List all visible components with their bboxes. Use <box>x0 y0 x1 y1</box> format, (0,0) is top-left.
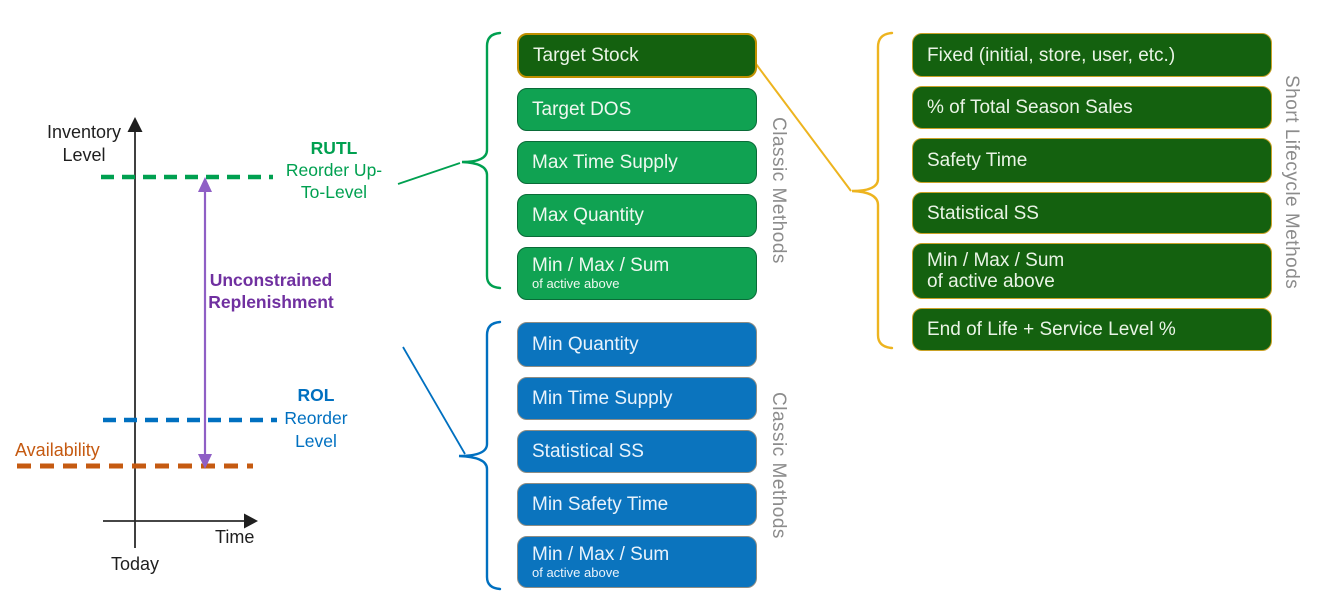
target-stock-connector-line <box>755 63 852 192</box>
y-axis-label-line1: Inventory <box>46 122 122 142</box>
method-box-fixed: Fixed (initial, store, user, etc.) <box>912 33 1272 77</box>
y-axis-arrow-icon <box>127 117 143 132</box>
rutl-abbr: RUTL <box>310 138 358 158</box>
rutl-methods-column: Target Stock Target DOS Max Time Supply … <box>517 33 757 300</box>
method-label: Min Time Supply <box>532 388 673 409</box>
rol-name-line2: Level <box>295 431 337 451</box>
method-label: Statistical SS <box>532 441 644 462</box>
unconstrained-replenishment-label: Unconstrained Replenishment <box>197 269 345 313</box>
method-label: Min Quantity <box>532 334 639 355</box>
rol-methods-side-label: Classic Methods <box>768 392 789 539</box>
y-axis-label-line2: Level <box>62 145 106 165</box>
rutl-name-line1: Reorder Up- <box>285 160 383 180</box>
x-axis-label: Time <box>215 527 255 547</box>
method-label: Fixed (initial, store, user, etc.) <box>927 44 1176 66</box>
method-label: Safety Time <box>927 150 1028 171</box>
method-label: Min / Max / Sum <box>927 249 1065 271</box>
rol-methods-brace <box>458 320 502 591</box>
method-label: Min Safety Time <box>532 494 669 515</box>
method-sublabel: of active above <box>532 276 620 291</box>
method-box-max-quantity: Max Quantity <box>517 194 757 237</box>
unconstrained-line2: Replenishment <box>208 292 334 312</box>
rol-abbr: ROL <box>297 385 335 405</box>
method-label: Max Quantity <box>532 205 644 226</box>
method-label: End of Life + Service Level % <box>927 319 1176 340</box>
method-box-statistical-ss: Statistical SS <box>517 430 757 473</box>
method-box-percent-season-sales: % of Total Season Sales <box>912 86 1272 129</box>
method-box-target-stock: Target Stock <box>517 33 757 78</box>
method-label: Target Stock <box>533 45 639 66</box>
method-label: Min / Max / Sum <box>532 543 670 565</box>
method-label: Min / Max / Sum <box>532 255 670 276</box>
unconstrained-arrow-down-icon <box>198 454 212 469</box>
short-lifecycle-brace <box>851 31 894 350</box>
rutl-methods-brace <box>461 31 502 290</box>
availability-label: Availability <box>15 440 100 460</box>
method-sublabel: of active above <box>532 564 620 580</box>
method-box-end-of-life: End of Life + Service Level % <box>912 308 1272 351</box>
method-box-target-dos: Target DOS <box>517 88 757 131</box>
method-box-min-quantity: Min Quantity <box>517 322 757 367</box>
unconstrained-arrow-up-icon <box>198 177 212 192</box>
short-lifecycle-column: Fixed (initial, store, user, etc.) % of … <box>912 33 1272 351</box>
rutl-connector-line <box>397 162 461 185</box>
method-box-min-safety-time: Min Safety Time <box>517 483 757 526</box>
rutl-name-line2: To-Level <box>300 182 368 202</box>
method-box-min-time-supply: Min Time Supply <box>517 377 757 420</box>
method-label: Target DOS <box>532 99 632 120</box>
method-sublabel: of active above <box>927 270 1055 292</box>
method-box-min-max-sum: Min / Max / Sum of active above <box>912 243 1272 299</box>
rutl-methods-side-label: Classic Methods <box>768 117 789 264</box>
short-lifecycle-side-label: Short Lifecycle Methods <box>1281 75 1302 290</box>
method-box-statistical-ss: Statistical SS <box>912 192 1272 234</box>
y-axis-label: Inventory Level <box>34 121 134 167</box>
method-box-safety-time: Safety Time <box>912 138 1272 183</box>
method-label: Max Time Supply <box>532 152 678 173</box>
rol-name-line1: Reorder <box>284 408 348 428</box>
today-label: Today <box>111 554 160 574</box>
method-label: Statistical SS <box>927 202 1039 224</box>
rol-connector-line <box>402 346 466 455</box>
rol-methods-column: Min Quantity Min Time Supply Statistical… <box>517 322 757 588</box>
rol-label-block: ROL Reorder Level <box>270 384 362 453</box>
method-box-min-max-sum: Min / Max / Sum of active above <box>517 536 757 588</box>
rutl-label-block: RUTL Reorder Up- To-Level <box>266 137 402 203</box>
method-box-min-max-sum: Min / Max / Sum of active above <box>517 247 757 300</box>
method-box-max-time-supply: Max Time Supply <box>517 141 757 184</box>
method-label: % of Total Season Sales <box>927 97 1133 118</box>
unconstrained-line1: Unconstrained <box>209 270 333 290</box>
x-axis-arrow-icon <box>244 513 258 529</box>
